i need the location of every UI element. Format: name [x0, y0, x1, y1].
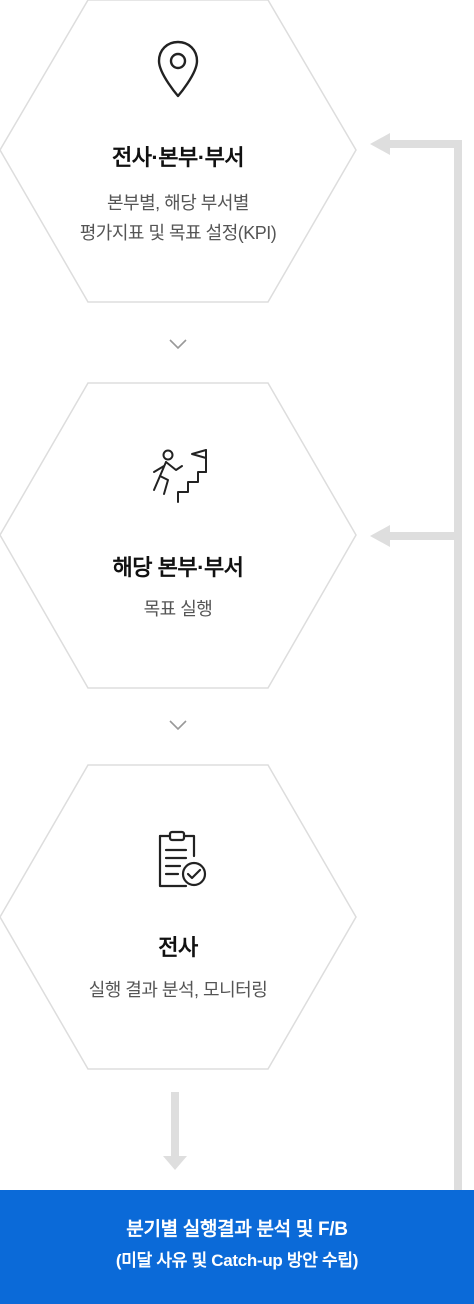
step-1-desc-line-2: 평가지표 및 목표 설정(KPI): [79, 223, 277, 243]
down-arrow-head: [163, 1156, 187, 1170]
feedback-arrow-head-1: [370, 133, 390, 155]
feedback-subtitle: (미달 사유 및 Catch-up 방안 수립): [115, 1251, 359, 1270]
chevron-down-icon: [169, 339, 187, 350]
feedback-banner: 분기별 실행결과 분석 및 F/B (미달 사유 및 Catch-up 방안 수…: [0, 1190, 474, 1304]
step-1-hexagon: [0, 0, 357, 303]
feedback-title: 분기별 실행결과 분석 및 F/B: [126, 1219, 348, 1240]
climbing-stairs-flag-icon: [153, 449, 207, 503]
step-1-title: 전사·본부·부서: [111, 145, 245, 170]
step-3-title: 전사: [158, 935, 198, 960]
chevron-down-icon: [169, 720, 187, 731]
feedback-arrow-shaft-1: [382, 140, 462, 148]
step-3-hexagon: [0, 764, 357, 1070]
step-2-desc-line-1: 목표 실행: [143, 599, 213, 619]
clipboard-check-icon: [158, 830, 207, 888]
step-1-desc-line-1: 본부별, 해당 부서별: [107, 193, 249, 213]
down-connector-line: [171, 1092, 179, 1160]
feedback-arrow-shaft-2: [382, 532, 462, 540]
step-2-hexagon: [0, 382, 357, 689]
feedback-arrow-head-2: [370, 525, 390, 547]
location-pin-icon: [157, 40, 199, 98]
feedback-loop-line: [454, 140, 462, 1192]
step-2-title: 해당 본부·부서: [112, 555, 244, 580]
step-3-desc-line-1: 실행 결과 분석, 모니터링: [88, 980, 268, 1000]
